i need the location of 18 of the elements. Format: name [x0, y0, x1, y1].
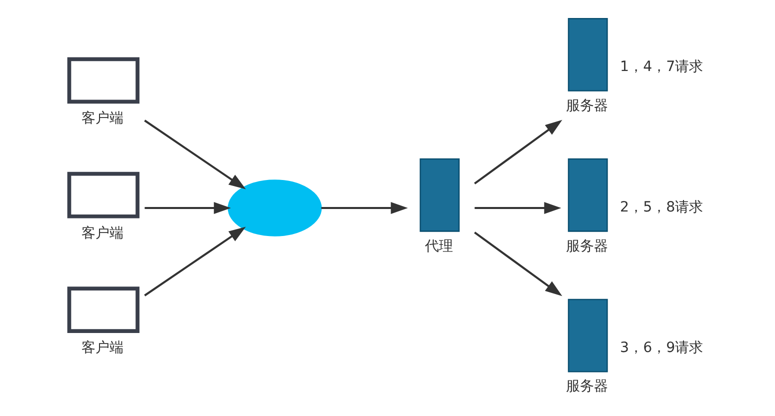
arrow [474, 232, 562, 296]
arrow [144, 120, 246, 190]
node-label: 客户端 [81, 225, 124, 242]
node-label: 3，6，9请求 [620, 340, 704, 356]
node-label: 代理 [424, 238, 453, 254]
node-label: 客户端 [81, 110, 124, 127]
node-label: 服务器 [566, 98, 608, 114]
node-label: 服务器 [566, 378, 608, 395]
arrow [144, 202, 231, 214]
node-label: 服务器 [566, 238, 608, 254]
arrow [144, 226, 246, 296]
node-cloud [228, 180, 322, 236]
node-label: 1，4，7请求 [620, 59, 704, 76]
arrow [321, 202, 408, 214]
arrow [474, 202, 562, 214]
node-label: 2，5，8请求 [620, 200, 704, 216]
arrow [474, 120, 562, 184]
node-label: 客户端 [81, 340, 124, 356]
